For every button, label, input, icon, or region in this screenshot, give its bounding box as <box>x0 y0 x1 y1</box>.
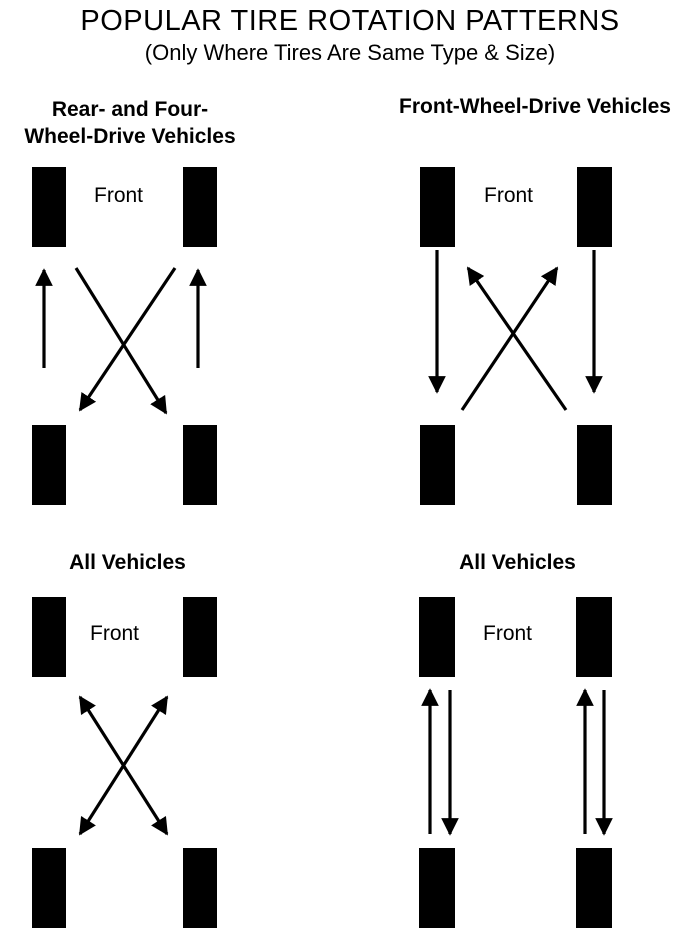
panel-4-tire-rear-left <box>419 848 455 928</box>
panel-1-tire-front-right <box>183 167 217 247</box>
panel-2-front-label: Front <box>484 184 534 207</box>
panel-2-tire-front-right <box>577 167 612 247</box>
panel-2-tire-rear-right <box>577 425 612 505</box>
panel-4-tire-front-right <box>576 597 612 677</box>
panel-3-heading: All Vehicles <box>69 551 186 574</box>
panel-4-tire-front-left <box>419 597 455 677</box>
panel-3-tire-front-right <box>183 597 217 677</box>
panel-1-tire-rear-right <box>183 425 217 505</box>
panel-1-heading: Rear- and Four- Wheel-Drive Vehicles <box>0 96 260 150</box>
panel-3-tire-rear-right <box>183 848 217 928</box>
panel-2-tire-rear-left <box>420 425 455 505</box>
panel-1-tire-rear-left <box>32 425 66 505</box>
panel-1-arrow-diag-to-rear-right <box>74 267 168 415</box>
panel-1-heading-line1: Rear- and Four- <box>51 98 209 121</box>
panel-2-arrow-diag-to-front-right <box>460 266 559 411</box>
page-subtitle: (Only Where Tires Are Same Type & Size) <box>144 40 556 65</box>
panel-2-heading: Front-Wheel-Drive Vehicles <box>399 95 671 118</box>
panel-3-tire-front-left <box>32 597 66 677</box>
panel-4-heading: All Vehicles <box>459 551 576 574</box>
page-title: POPULAR TIRE ROTATION PATTERNS <box>80 5 620 37</box>
panel-2-tire-front-left <box>420 167 455 247</box>
panel-4-tire-rear-right <box>576 848 612 928</box>
panel-3-tire-rear-left <box>32 848 66 928</box>
panel-4-front-label: Front <box>483 622 533 645</box>
panel-3-front-label: Front <box>90 622 140 645</box>
panel-1-tire-front-left <box>32 167 66 247</box>
panel-1-heading-line2: Wheel-Drive Vehicles <box>24 125 236 148</box>
panel-1-arrow-diag-to-rear-left <box>78 267 177 412</box>
panel-1-front-label: Front <box>94 184 144 207</box>
panel-3-arrow-diag-b <box>78 695 169 836</box>
panel-2-arrow-diag-to-front-left <box>466 266 568 411</box>
